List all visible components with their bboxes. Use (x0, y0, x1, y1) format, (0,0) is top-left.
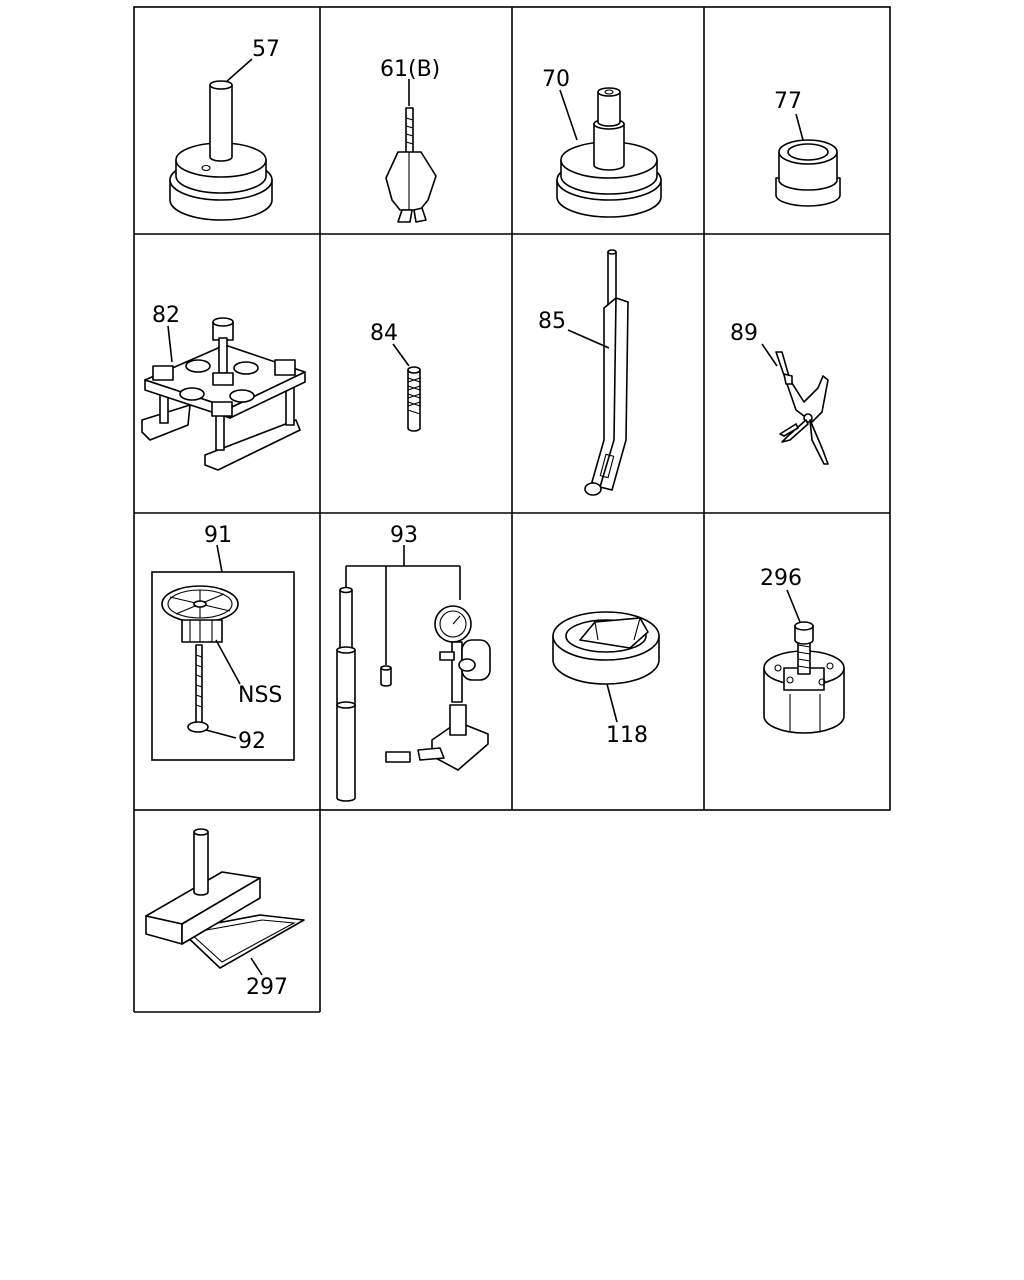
tool-297-drawing (145, 828, 305, 976)
callout-57: 57 (252, 37, 280, 62)
tool-82-drawing (141, 317, 306, 471)
callout-118: 118 (606, 723, 648, 748)
callout-91: 91 (204, 523, 232, 548)
callout-92: 92 (238, 729, 266, 754)
callout-84: 84 (370, 321, 398, 346)
tool-91-drawing (151, 544, 295, 761)
callout-93: 93 (390, 523, 418, 548)
tool-84-drawing (392, 343, 421, 432)
callout-70: 70 (542, 67, 570, 92)
tool-77-drawing (775, 113, 841, 207)
callout-77: 77 (774, 89, 802, 114)
callout-61b: 61(B) (380, 57, 440, 82)
tool-296-drawing (763, 589, 845, 734)
callout-296: 296 (760, 566, 802, 591)
callout-85: 85 (538, 309, 566, 334)
tool-93-drawing (336, 545, 491, 802)
table-grid (133, 6, 891, 1013)
tool-70-drawing (556, 87, 662, 218)
callout-nss: NSS (238, 683, 282, 708)
tool-89-drawing (761, 343, 829, 465)
tool-118-drawing (552, 611, 660, 723)
callout-89: 89 (730, 321, 758, 346)
tool-61b-drawing (385, 79, 437, 223)
callout-297: 297 (246, 975, 288, 1000)
callout-82: 82 (152, 303, 180, 328)
tool-57-drawing (169, 58, 273, 221)
tool-85-drawing (567, 249, 629, 496)
